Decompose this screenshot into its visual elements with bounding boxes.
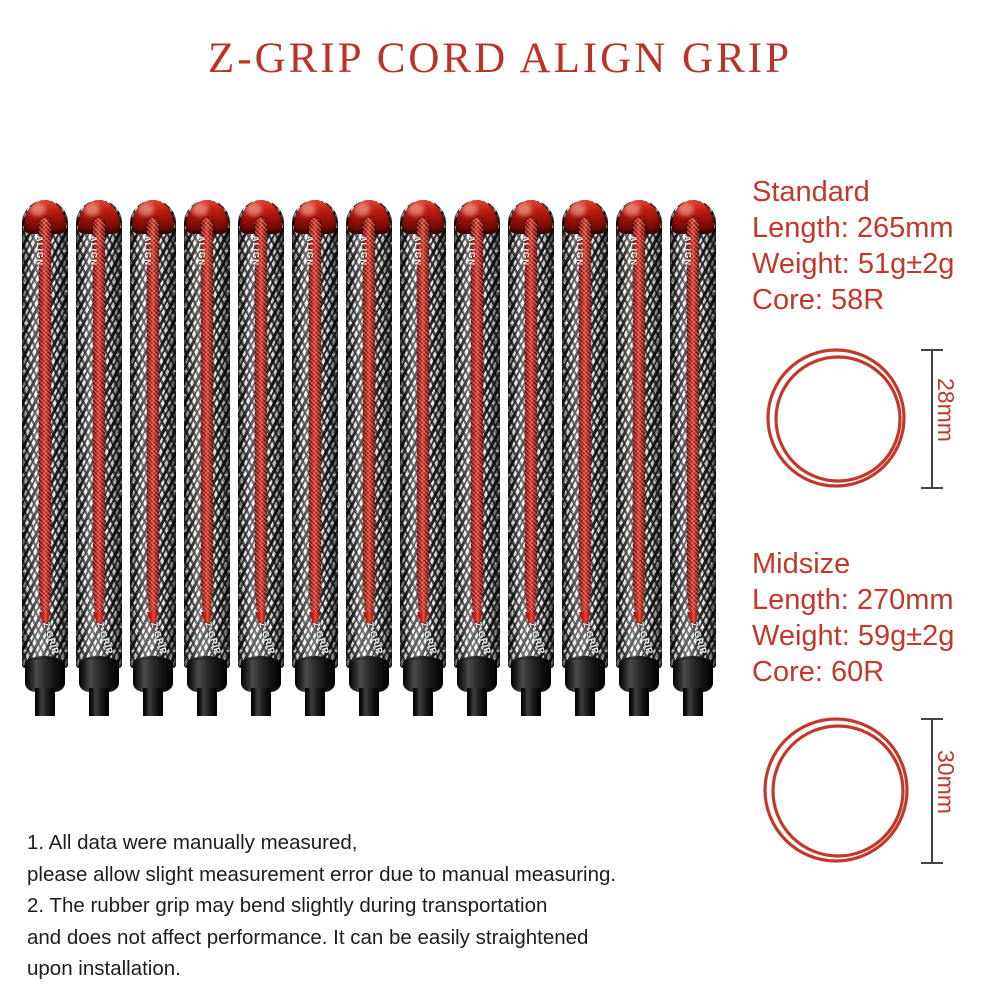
spec-block-standard: Standard Length: 265mm Weight: 51g±2g Co…: [752, 174, 954, 318]
grip-align-label: ALIGN: [197, 235, 206, 267]
club-shaft-stub: [683, 688, 703, 716]
footnote-block: 1. All data were manually measured, plea…: [27, 827, 687, 985]
grip-top-cap: [402, 200, 444, 234]
grip-top-cap: [240, 200, 282, 234]
grip-align-label: ALIGN: [251, 235, 260, 267]
grip-align-rib: [147, 218, 159, 618]
club-shaft-stub: [305, 688, 325, 716]
grip-align-rib: [525, 218, 537, 618]
circle-diagram-svg-standard: [766, 348, 943, 489]
grip-align-label: ALIGN: [467, 235, 476, 267]
grip-align-label: ALIGN: [683, 235, 692, 267]
footnote-line-1: 1. All data were manually measured,: [27, 831, 358, 854]
spec-length-midsize: Length: 270mm: [752, 584, 954, 616]
spec-block-midsize: Midsize Length: 270mm Weight: 59g±2g Cor…: [752, 546, 954, 690]
grip-butt-collar: [403, 660, 443, 692]
grip-align-rib: [363, 218, 375, 618]
grip-butt-collar: [619, 660, 659, 692]
outer-ring-icon: [763, 717, 909, 863]
diameter-label-midsize: 30mm: [933, 750, 959, 814]
grip-butt-collar: [187, 660, 227, 692]
grip-butt-collar: [295, 660, 335, 692]
spec-weight-standard: Weight: 51g±2g: [752, 248, 955, 280]
inner-ring-icon: [771, 724, 905, 858]
club-shaft-stub: [143, 688, 163, 716]
grip-top-cap: [618, 200, 660, 234]
grip-butt-collar: [241, 660, 281, 692]
grip-butt-collar: [673, 660, 713, 692]
grip-butt-collar: [25, 660, 65, 692]
grip-align-rib: [687, 218, 699, 618]
grip-align-rib: [255, 218, 267, 618]
grip-align-rib: [579, 218, 591, 618]
club-shaft-stub: [359, 688, 379, 716]
grip-butt-collar: [349, 660, 389, 692]
grip-butt-collar: [511, 660, 551, 692]
page-title: Z-GRIP CORD ALIGN GRIP: [207, 35, 792, 82]
grip-butt-collar: [457, 660, 497, 692]
grip-align-rib: [471, 218, 483, 618]
grip-butt-collar: [133, 660, 173, 692]
grip-align-label: ALIGN: [35, 235, 44, 267]
grip-align-rib: [39, 218, 51, 618]
footnote-line-5: upon installation.: [27, 957, 181, 980]
club-shaft-stub: [521, 688, 541, 716]
diameter-label-standard: 28mm: [933, 378, 959, 442]
spec-core-standard: Core: 58R: [752, 284, 885, 316]
spec-length-standard: Length: 265mm: [752, 212, 954, 244]
diameter-diagram-midsize: [760, 705, 1000, 880]
grip-align-rib: [417, 218, 429, 618]
grip-align-rib: [201, 218, 213, 618]
outer-ring-icon: [766, 348, 906, 488]
grip-align-label: ALIGN: [89, 235, 98, 267]
grip-align-label: ALIGN: [305, 235, 314, 267]
diameter-diagram-standard: [760, 333, 1000, 508]
grip-align-rib: [633, 218, 645, 618]
grip-align-label: ALIGN: [575, 235, 584, 267]
footnote-line-2: please allow slight measurement error du…: [27, 862, 617, 886]
spec-weight-midsize: Weight: 59g±2g: [752, 620, 955, 652]
club-shaft-stub: [413, 688, 433, 716]
grip-align-label: ALIGN: [143, 235, 152, 267]
grip-align-label: ALIGN: [359, 235, 368, 267]
club-shaft-stub: [89, 688, 109, 716]
inner-ring-icon: [774, 355, 902, 483]
grip-align-label: ALIGN: [629, 235, 638, 267]
club-shaft-stub: [575, 688, 595, 716]
club-shaft-stub: [35, 688, 55, 716]
grip-butt-collar: [565, 660, 605, 692]
grip-align-label: ALIGN: [521, 235, 530, 267]
grip-butt-collar: [79, 660, 119, 692]
club-shaft-stub: [197, 688, 217, 716]
club-shaft-stub: [467, 688, 487, 716]
spec-name-standard: Standard: [752, 176, 870, 208]
footnote-line-3: 2. The rubber grip may bend slightly dur…: [27, 894, 548, 917]
club-shaft-stub: [251, 688, 271, 716]
spec-core-midsize: Core: 60R: [752, 656, 885, 688]
grip-align-label: ALIGN: [413, 235, 422, 267]
footnote-line-4: and does not affect performance. It can …: [27, 925, 589, 949]
grip-align-rib: [93, 218, 105, 618]
circle-diagram-svg-midsize: [763, 717, 943, 864]
grip-align-rib: [309, 218, 321, 618]
club-shaft-stub: [629, 688, 649, 716]
spec-name-midsize: Midsize: [752, 548, 851, 580]
